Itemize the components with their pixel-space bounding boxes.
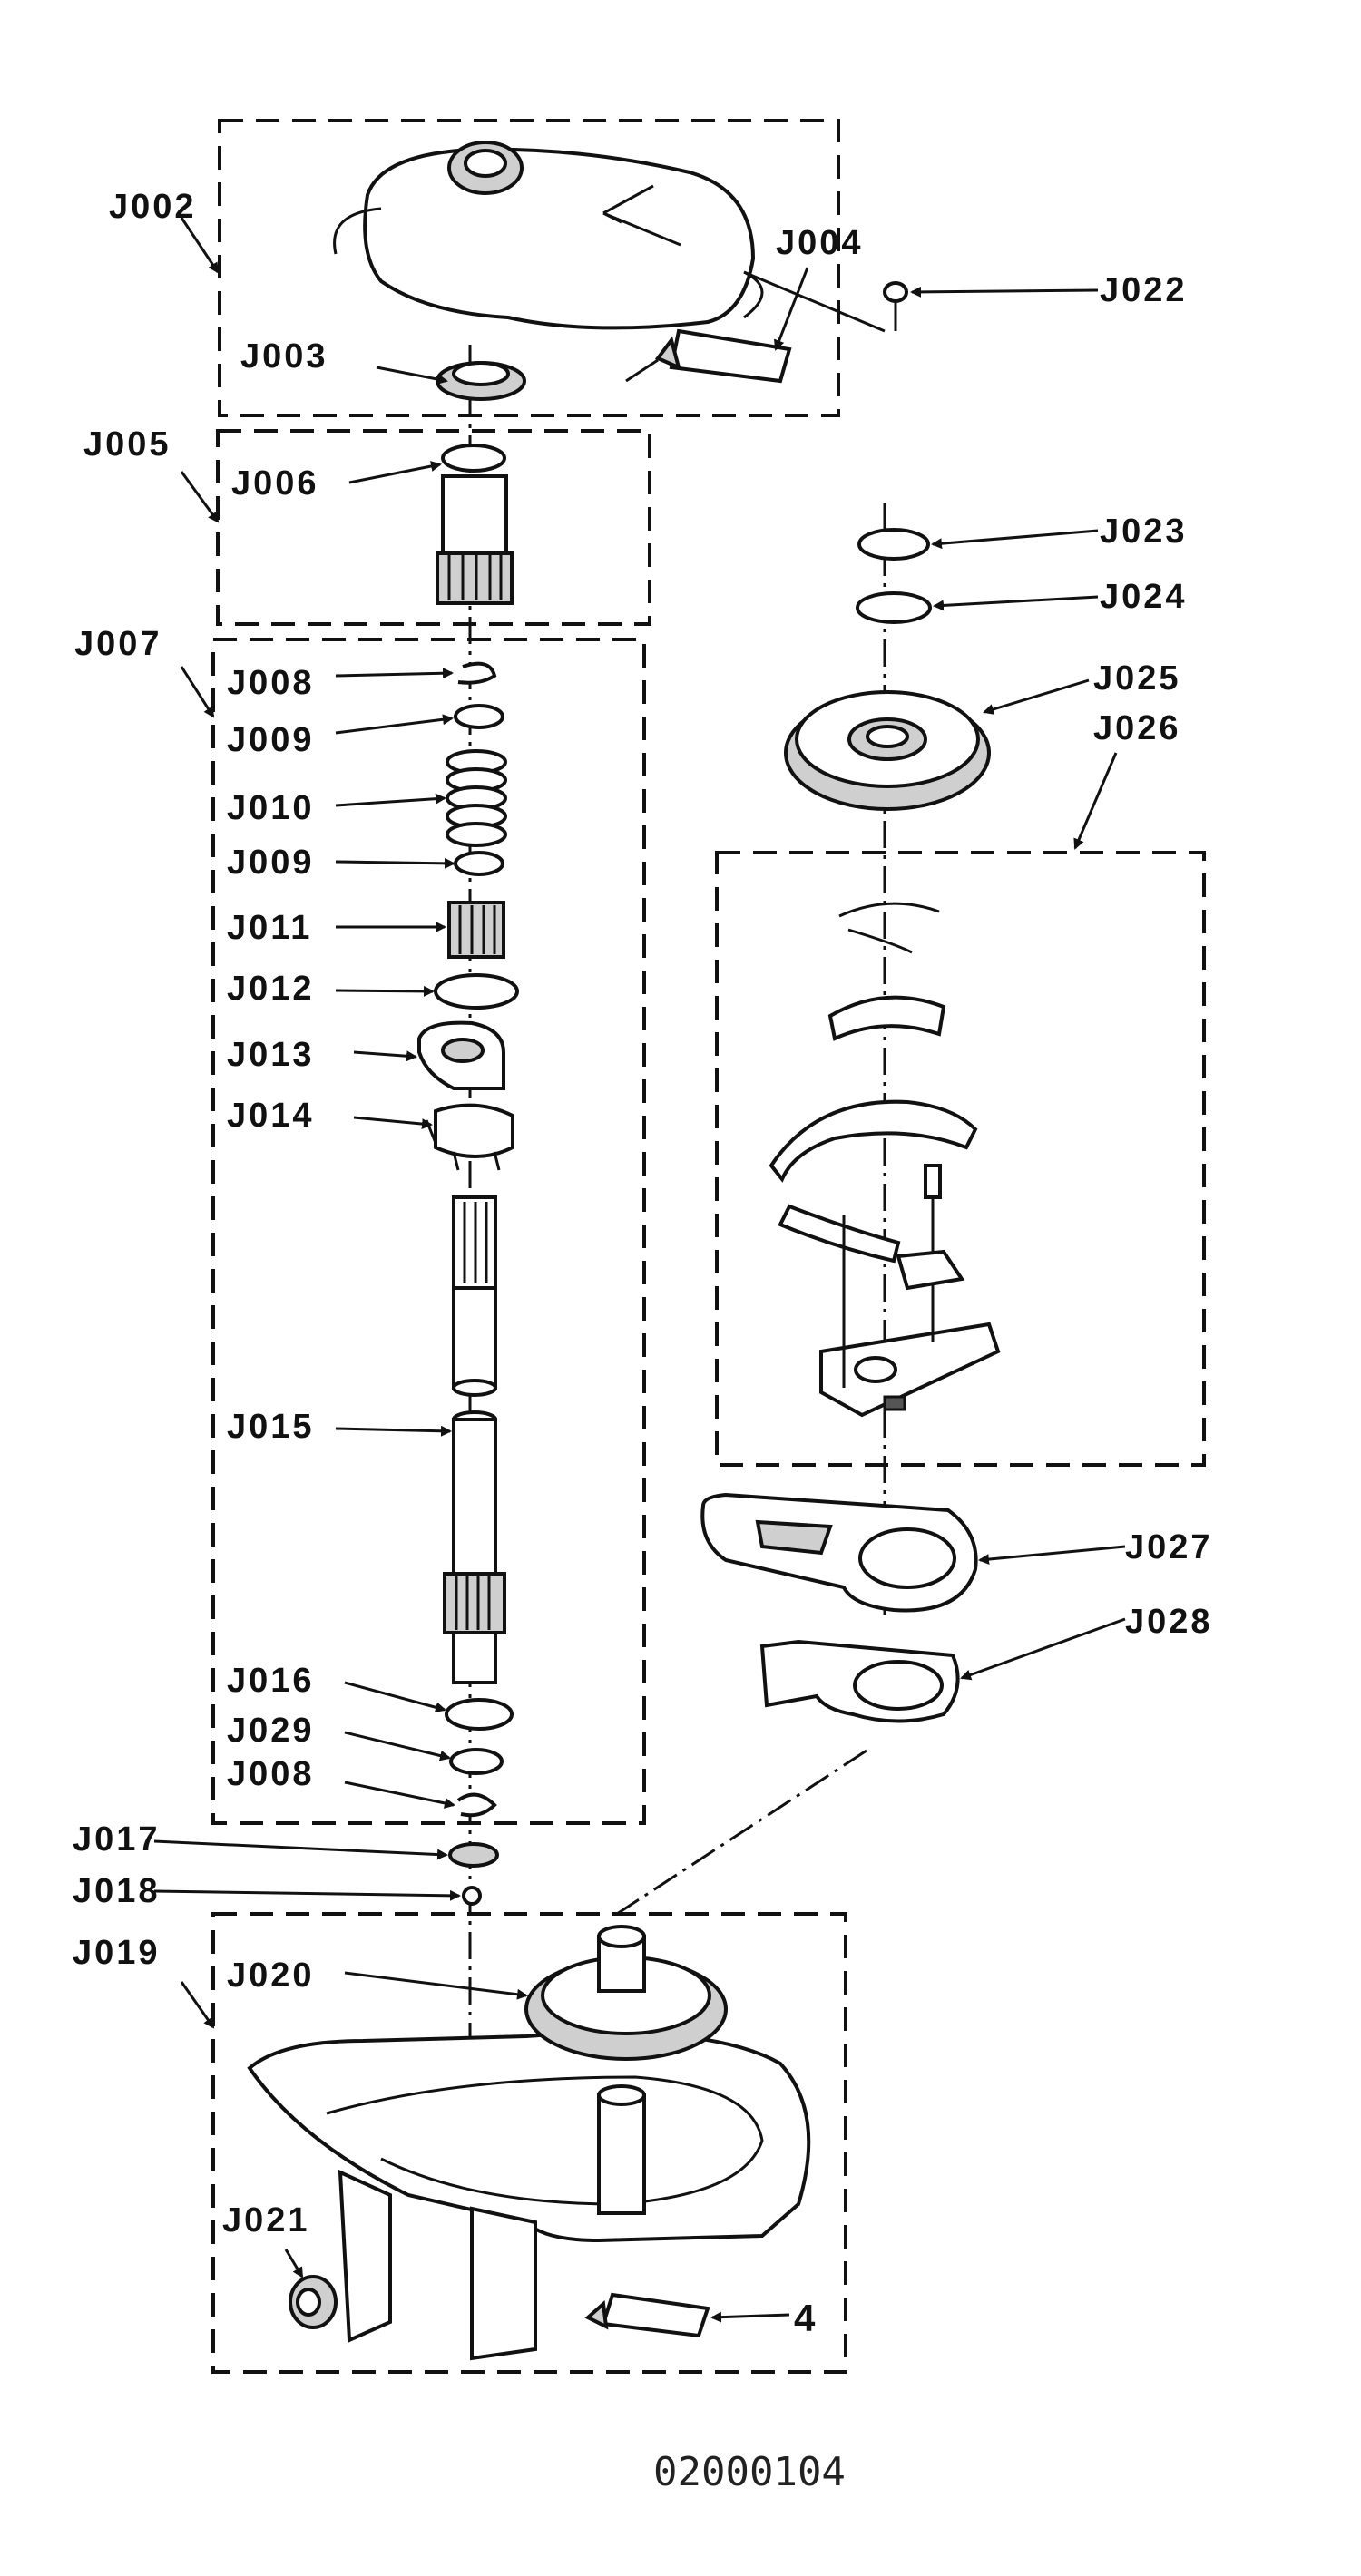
group-box-j007 — [211, 638, 646, 1825]
label-j006: J006 — [231, 464, 319, 503]
label-j023: J023 — [1100, 512, 1188, 551]
group-box-j005 — [216, 429, 651, 626]
group-box-j002 — [218, 119, 840, 417]
leader-lines — [153, 217, 1126, 2323]
label-j012: J012 — [227, 970, 315, 1008]
group-box-j026 — [715, 851, 1206, 1467]
housing-part — [247, 2031, 811, 2361]
thrust-washer-part — [434, 973, 519, 1010]
label-j022: J022 — [1100, 271, 1188, 309]
label-j008-bottom: J008 — [227, 1755, 315, 1793]
small-gear-part — [447, 901, 505, 959]
cam-part — [417, 1020, 505, 1090]
label-j017: J017 — [73, 1820, 161, 1859]
drive-gear-part — [524, 1925, 728, 2061]
bushing-part — [448, 1842, 499, 1868]
label-j011: J011 — [227, 909, 312, 947]
label-j013: J013 — [227, 1036, 315, 1074]
pinion-sleeve-part — [436, 444, 514, 605]
label-j009-bottom: J009 — [227, 844, 315, 882]
label-j024: J024 — [1100, 578, 1188, 616]
label-j019: J019 — [73, 1934, 161, 1972]
label-j020: J020 — [227, 1956, 315, 1995]
large-gear-part — [784, 690, 991, 811]
label-j016: J016 — [227, 1662, 315, 1700]
washer-part-bottom — [454, 851, 504, 876]
label-j025: J025 — [1093, 659, 1181, 698]
shaft-part — [443, 1195, 506, 1684]
label-item-4: 4 — [794, 2297, 818, 2339]
label-j014: J014 — [227, 1097, 315, 1135]
label-j008-top: J008 — [227, 664, 315, 702]
label-j005: J005 — [83, 425, 171, 463]
grease-tube-part — [625, 328, 792, 384]
ball-part — [462, 1886, 482, 1906]
washer-part-top — [454, 704, 504, 729]
clip-part-top — [457, 661, 497, 685]
bracket-part — [759, 1639, 960, 1723]
label-j015: J015 — [227, 1408, 315, 1446]
part-number: 02000104 — [653, 2449, 846, 2495]
grease-tube-bottom-part — [584, 2292, 710, 2338]
label-j021: J021 — [222, 2201, 310, 2239]
label-j027: J027 — [1125, 1528, 1213, 1566]
screw-part — [743, 270, 908, 333]
brake-assembly-parts — [769, 902, 1001, 1418]
label-j026: J026 — [1093, 709, 1181, 747]
lever-part — [700, 1492, 978, 1613]
label-j018: J018 — [73, 1872, 161, 1910]
label-j028: J028 — [1125, 1603, 1213, 1641]
label-j010: J010 — [227, 789, 315, 827]
cover-part — [333, 141, 764, 330]
label-j009-top: J009 — [227, 721, 315, 759]
lower-washer-part — [445, 1698, 514, 1731]
right-washer-1-part — [857, 528, 930, 561]
link-centerline — [616, 1749, 867, 1916]
label-j004: J004 — [776, 224, 864, 262]
bearing-part — [289, 2275, 338, 2329]
label-j003: J003 — [240, 337, 328, 376]
lower-washer-2-part — [449, 1748, 504, 1775]
label-j029: J029 — [227, 1712, 315, 1750]
seal-part — [436, 361, 526, 401]
label-j007: J007 — [74, 625, 162, 663]
label-j002: J002 — [109, 188, 197, 226]
spring-part — [446, 749, 507, 847]
clutch-part — [425, 1103, 514, 1171]
right-washer-2-part — [856, 591, 932, 624]
clip-part-bottom — [456, 1792, 497, 1818]
